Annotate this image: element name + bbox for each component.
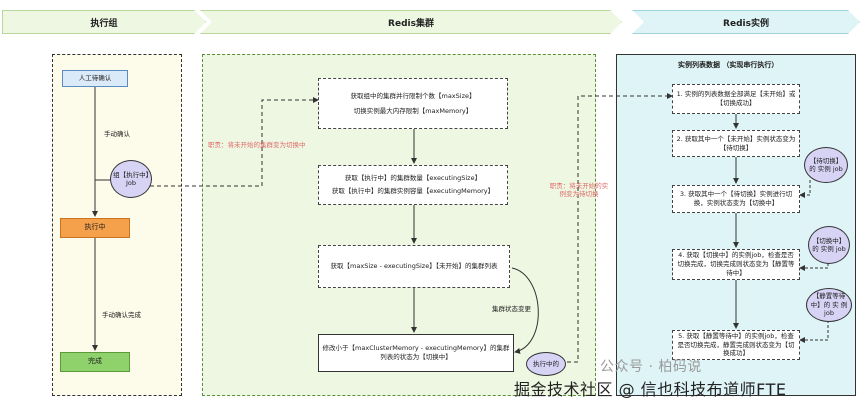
manual-confirm-label: 人工待确认	[78, 74, 112, 83]
job-ellipse-label: 组【执行中】Job	[113, 170, 149, 187]
done-box: 完成	[60, 352, 130, 372]
manual-confirm-box: 人工待确认	[62, 70, 128, 87]
done-label: 完成	[88, 357, 102, 366]
step4-text: 4. 获取【切换中】的实例job，检查是否切换完成，切换完成则状态变为【静置等待…	[677, 251, 795, 277]
instance-step-1: 1. 实例的列表数据全部满足【未开始】或【切换成功】	[672, 84, 800, 114]
ellipse3-label: 【静置等待中】的 实 例 job	[810, 292, 848, 318]
header-redis-instance-label: Redis实例	[723, 18, 769, 29]
switching-ellipse: 【切换中】的 实例 job	[808, 226, 850, 264]
arrow-ellipse1	[799, 180, 811, 198]
box1-line1: 获取组中的集群并行限制个数【maxSize】	[350, 91, 476, 100]
cluster-box-limits: 获取组中的集群并行限制个数【maxSize】 切换实例最大内存限制【maxMem…	[318, 78, 508, 129]
box2-line2: 获取【执行中】的集群实例容量【executingMemory】	[331, 187, 495, 195]
waiting-ellipse: 【静置等待中】的 实 例 job	[806, 288, 852, 322]
header-execution-group-label: 执行组	[90, 18, 118, 29]
step2-text: 2. 获取其中一个【未开始】实例状态变为【待切换】	[676, 134, 796, 152]
header-execution-group: 执行组	[2, 10, 206, 34]
header-redis-cluster: Redis集群	[200, 10, 622, 34]
instance-step-2: 2. 获取其中一个【未开始】实例状态变为【待切换】	[672, 130, 800, 157]
arrow-ellipse2	[799, 263, 829, 271]
instance-responsibility-note: 职责：将未开始的实例变为待切换	[549, 182, 609, 199]
instance-step-3: 3. 获取其中一个【待切换】实例进行切换，实例状态变为【切换中】	[672, 185, 800, 213]
cluster-responsibility-note: 职责：将未开始的集群变为切换中	[208, 141, 306, 149]
instance-panel-title: 实例列表数据 （实现串行执行）	[678, 61, 779, 69]
box1-line2: 切换实例最大内存限制【maxMemory】	[353, 106, 473, 115]
arrow-state-change	[511, 267, 539, 354]
executing-ellipse-label: 执行中的	[533, 359, 559, 368]
executing-label: 执行中	[84, 223, 106, 232]
arrow-job-to-cluster	[150, 97, 319, 187]
cluster-box-executing: 获取【执行中】的集群数量【executingSize】 获取【执行中】的集群实例…	[318, 165, 508, 205]
header-redis-instance: Redis实例	[632, 10, 860, 34]
header-redis-cluster-label: Redis集群	[388, 18, 434, 29]
watermark-top: 公众号 · 柏码说	[600, 359, 702, 375]
label-manual-done: 手动确认完成	[102, 311, 141, 319]
box2-line1: 获取【执行中】的集群数量【executingSize】	[344, 174, 482, 183]
label-state-change: 集群状态变更	[492, 305, 531, 313]
ellipse1-label: 【待切换】的 实例 job	[809, 156, 843, 173]
watermark: 掘金技术社区 @ 信也科技布道师FTE	[514, 380, 787, 399]
instance-step-5: 5. 获取【静置等待中】的实例job，检查是否切换完成，静置完成则状态变为【切换…	[672, 330, 800, 360]
cluster-box-switching: 修改小于【maxClusterMemory - executingMemory】…	[318, 334, 514, 372]
ellipse2-label: 【切换中】的 实例 job	[812, 236, 846, 253]
executing-box: 执行中	[60, 218, 130, 238]
arrow-ellipse3	[799, 320, 829, 343]
pending-switch-ellipse: 【待切换】的 实例 job	[804, 147, 848, 183]
job-ellipse: 组【执行中】Job	[110, 160, 152, 198]
box4-text: 修改小于【maxClusterMemory - executingMemory】…	[322, 344, 510, 361]
step5-text: 5. 获取【静置等待中】的实例job，检查是否切换完成，静置完成则状态变为【切换…	[677, 331, 795, 358]
instance-step-4: 4. 获取【切换中】的实例job，检查是否切换完成，切换完成则状态变为【静置等待…	[672, 249, 800, 280]
step3-text: 3. 获取其中一个【待切换】实例进行切换，实例状态变为【切换中】	[679, 190, 793, 207]
box3-text: 获取【maxSize - executingSize】【未开始】的集群列表	[330, 262, 498, 271]
step1-text: 1. 实例的列表数据全部满足【未开始】或【切换成功】	[676, 90, 796, 107]
cluster-box-pending-list: 获取【maxSize - executingSize】【未开始】的集群列表	[318, 245, 510, 288]
arrow-cluster-to-instance	[560, 93, 673, 363]
executing-ellipse: 执行中的	[526, 352, 566, 376]
label-manual-confirm: 手动确认	[104, 130, 130, 138]
